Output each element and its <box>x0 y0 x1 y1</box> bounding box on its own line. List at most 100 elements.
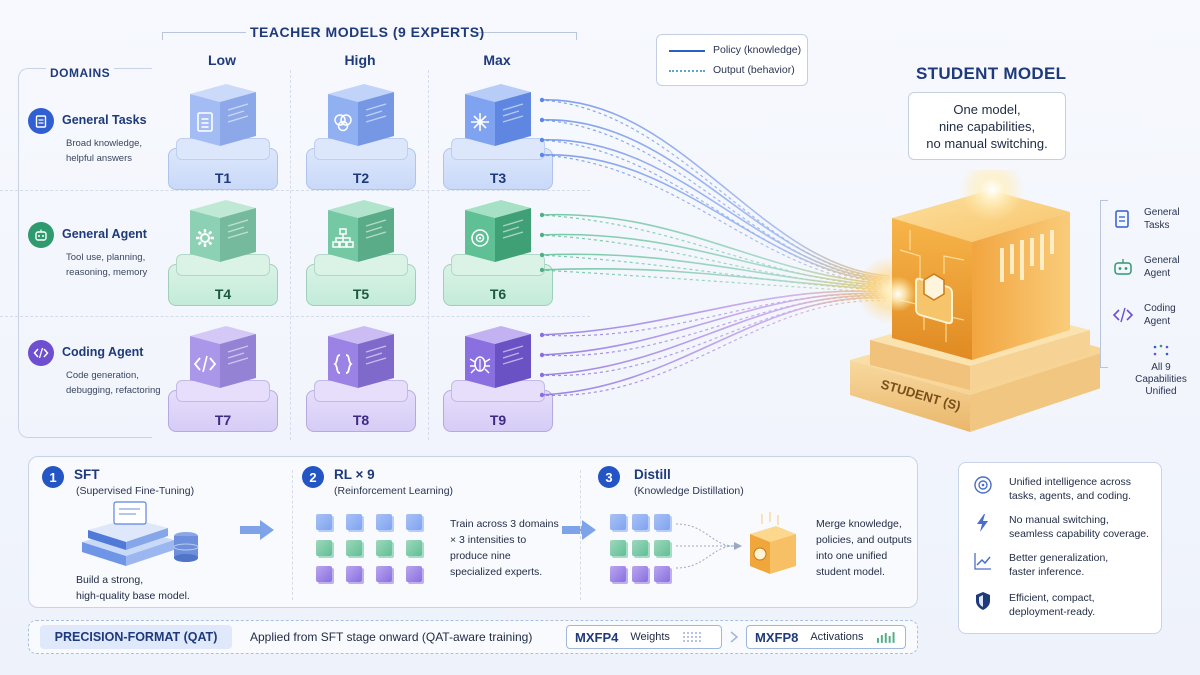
braces-icon <box>333 354 353 374</box>
precision-description: Applied from SFT stage onward (QAT-aware… <box>250 630 533 644</box>
teacher-block-t5: T5 <box>306 196 416 306</box>
domain-general-tasks: General Tasks Broad knowledge,helpful an… <box>28 108 158 168</box>
step-title: SFT <box>74 467 100 482</box>
trend-icon <box>974 553 991 570</box>
flow-start-dot <box>540 252 545 258</box>
precision-format-label: PRECISION-FORMAT (QAT) <box>40 625 232 649</box>
mini-cube <box>346 566 362 582</box>
legend-output: Output (behavior) <box>713 64 795 76</box>
dots-icon <box>1153 344 1169 356</box>
flow-start-dot <box>540 332 545 338</box>
step-subtitle: (Reinforcement Learning) <box>334 485 454 497</box>
brain-icon <box>334 114 352 132</box>
format-name: MXFP8 <box>755 629 799 645</box>
step-description: Build a strong,high-quality base model. <box>76 574 190 602</box>
teacher-block-t1: T1 <box>168 80 278 190</box>
shield-icon <box>976 592 990 610</box>
teacher-block-t2: T2 <box>306 80 416 190</box>
teacher-label: T4 <box>214 286 232 302</box>
policy-flow-line <box>540 296 891 396</box>
gear-icon <box>196 229 214 247</box>
mini-cube <box>632 566 648 582</box>
mini-cube <box>632 514 648 530</box>
student-cube: STUDENT (S) <box>850 170 1100 432</box>
legend: Policy (knowledge) Output (behavior) <box>656 34 808 86</box>
output-flow-line <box>540 293 891 337</box>
clipboard-icon <box>28 108 54 134</box>
teacher-label: T8 <box>352 412 370 428</box>
flow-start-dot <box>540 212 545 218</box>
mini-cube <box>610 514 626 530</box>
robot-icon <box>1114 259 1132 275</box>
format-role: Activations <box>810 631 864 643</box>
legend-policy: Policy (knowledge) <box>713 44 802 56</box>
mini-cube <box>376 566 392 582</box>
chevron-right-icon <box>730 631 739 643</box>
output-flow-line <box>540 269 891 294</box>
column-max: Max <box>483 52 511 68</box>
teacher-models-title: TEACHER MODELS (9 EXPERTS) <box>250 24 485 40</box>
mini-cube <box>376 514 392 530</box>
domain-name: General Agent <box>62 227 147 241</box>
code-icon <box>193 355 217 373</box>
output-flow-line <box>540 234 891 290</box>
mini-cube <box>316 514 332 530</box>
mini-cube <box>654 566 670 582</box>
arrow-right-icon <box>240 520 274 540</box>
output-flow-line <box>540 99 891 280</box>
teacher-block-t6: T6 <box>443 196 553 306</box>
bit-grid-icon <box>682 632 701 642</box>
spark-icon <box>471 113 489 131</box>
distill-arrows <box>675 512 796 574</box>
output-flow-line <box>540 300 891 396</box>
base-model-icon <box>82 501 199 566</box>
flow-start-dot <box>540 117 545 123</box>
teacher-label: T1 <box>214 170 232 186</box>
domain-desc: Broad knowledge,helpful answers <box>66 138 143 164</box>
column-divider <box>428 70 429 440</box>
teacher-label: T6 <box>489 286 507 302</box>
policy-line-swatch <box>669 50 705 52</box>
policy-flow-line <box>540 139 891 281</box>
policy-flow-line <box>540 119 891 279</box>
clipboard-icon <box>197 112 213 132</box>
student-model-title: STUDENT MODEL <box>916 64 1067 83</box>
mini-cube <box>376 540 392 556</box>
mini-cube <box>406 540 422 556</box>
bug-icon <box>469 356 491 374</box>
policy-flow-line <box>540 233 891 287</box>
step-number: 3 <box>598 466 620 488</box>
teacher-label: T9 <box>489 412 507 428</box>
teacher-block-t9: T9 <box>443 322 553 432</box>
domain-name: General Tasks <box>62 113 147 127</box>
format-name: MXFP4 <box>575 629 619 645</box>
policy-flow-line <box>540 290 891 336</box>
output-line-swatch <box>669 70 705 72</box>
capabilities-bracket <box>1100 200 1108 368</box>
step-description: Train across 3 domains× 3 intensities to… <box>450 518 559 578</box>
step-subtitle: (Supervised Fine-Tuning) <box>76 485 195 497</box>
domain-desc: Tool use, planning,reasoning, memory <box>66 252 148 278</box>
mini-cube <box>316 566 332 582</box>
policy-flow-line <box>540 213 891 285</box>
policy-flow-line <box>540 268 891 291</box>
row-divider <box>0 316 590 317</box>
policy-flow-line <box>540 154 891 283</box>
mini-cube <box>406 514 422 530</box>
step-title: RL × 9 <box>334 467 375 482</box>
step-number: 1 <box>42 466 64 488</box>
domain-name: Coding Agent <box>62 345 144 359</box>
teacher-block-t8: T8 <box>306 322 416 432</box>
arrow-right-icon <box>562 520 596 540</box>
mini-cube <box>654 540 670 556</box>
domain-desc: Code generation,debugging, refactoring <box>66 370 161 396</box>
policy-flow-line <box>540 253 891 289</box>
teacher-label: T3 <box>489 170 507 186</box>
output-flow-line <box>540 119 891 282</box>
target-icon <box>974 476 992 494</box>
flow-start-dot <box>540 97 545 103</box>
